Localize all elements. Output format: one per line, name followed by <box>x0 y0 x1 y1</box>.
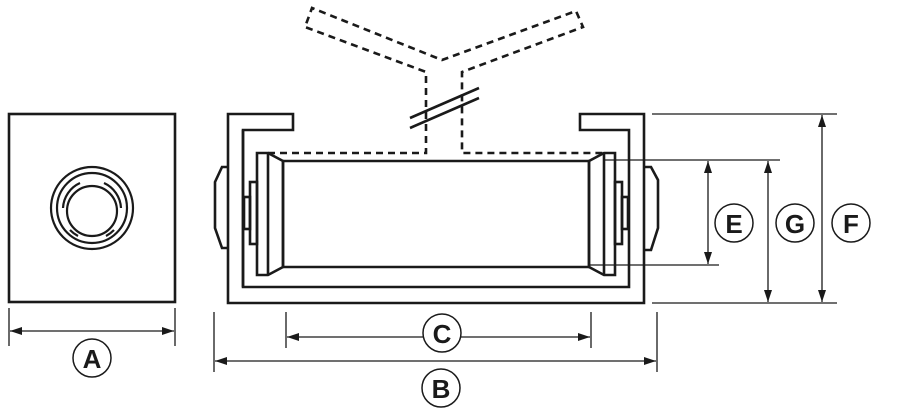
label-b-text: B <box>432 374 451 404</box>
label-f: F <box>831 203 871 243</box>
label-a-text: A <box>83 344 102 374</box>
front-view-housing <box>7 112 177 304</box>
cylinder-body <box>281 159 591 269</box>
outer-bracket <box>226 112 646 305</box>
label-b: B <box>421 368 461 408</box>
label-c-text: C <box>433 319 452 349</box>
label-e: E <box>714 203 754 243</box>
label-f-text: F <box>843 209 859 239</box>
horizontal-dimensions: C B <box>213 312 658 408</box>
front-view: A <box>7 112 177 378</box>
label-g-text: G <box>785 209 805 239</box>
label-a: A <box>72 338 112 378</box>
vertical-dimensions: E G F <box>589 113 871 304</box>
lock-cylinder-face <box>49 165 135 251</box>
label-e-text: E <box>725 209 742 239</box>
side-view <box>213 6 660 305</box>
key-outline-dashed <box>268 6 604 155</box>
label-c: C <box>422 313 462 353</box>
label-g: G <box>775 203 815 243</box>
